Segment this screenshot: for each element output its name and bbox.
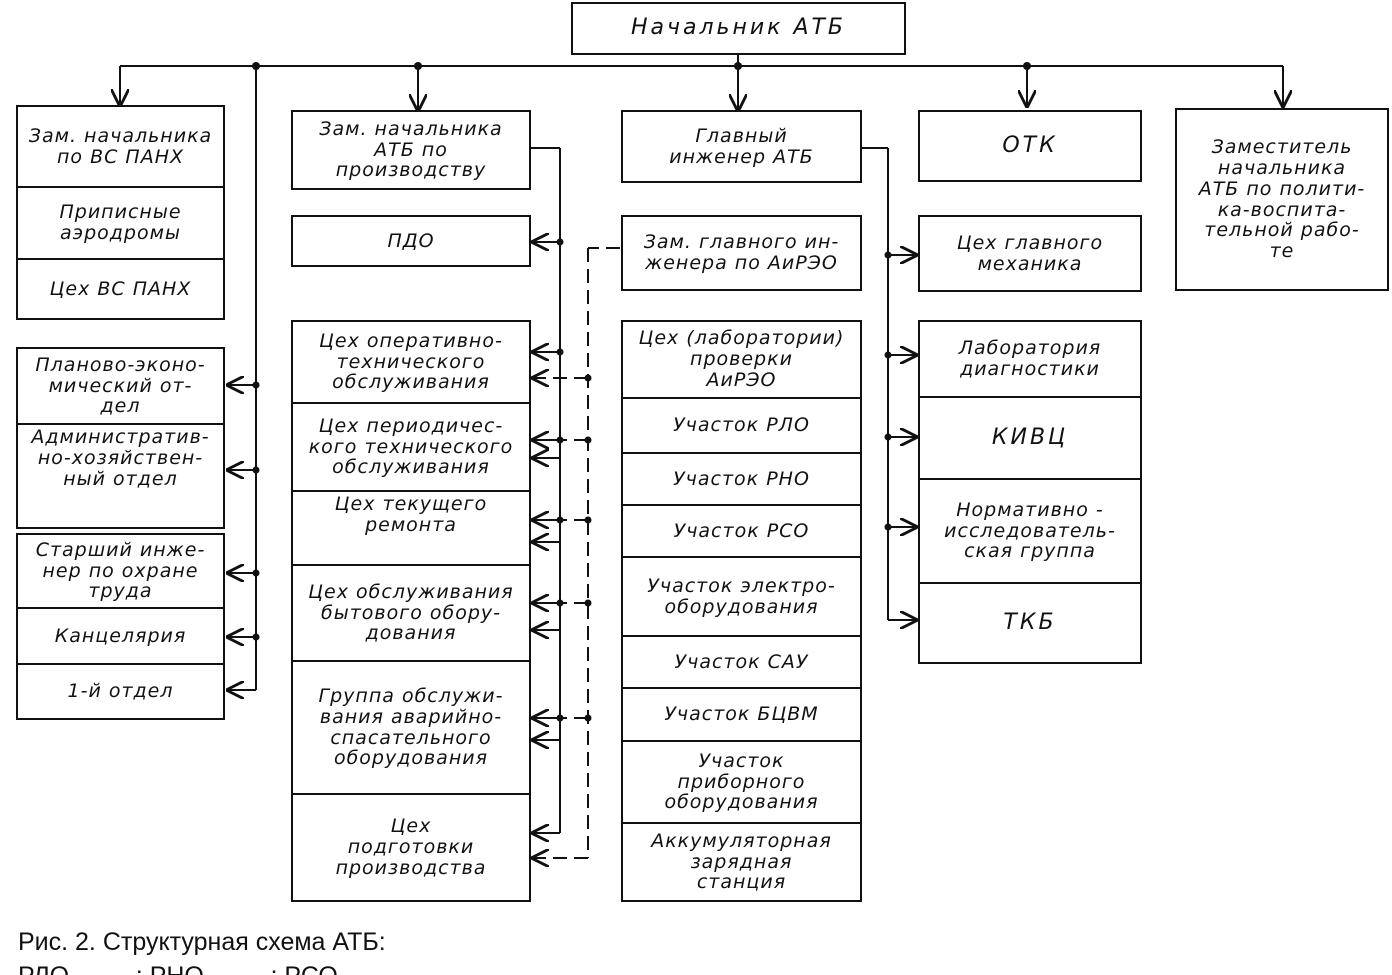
sau-section-box: Участок САУ — [621, 637, 862, 689]
planning-economic-dept-box: Планово-эконо- мический от- дел — [16, 347, 225, 425]
rno-section-box: Участок РНО — [621, 454, 862, 506]
chief-mechanic-shop-box: Цех главного механика — [918, 215, 1142, 292]
instrument-equipment-section-box: Участок приборного оборудования — [621, 742, 862, 824]
avionics-lab-shop-box: Цех (лаборатории) проверки АиРЭО — [621, 320, 862, 399]
office-box: Канцелярия — [16, 609, 225, 665]
bcvm-section-box: Участок БЦВМ — [621, 689, 862, 742]
diagnostics-lab-box: Лаборатория диагностики — [918, 320, 1142, 398]
labor-safety-engineer-box: Старший инже- нер по охране труда — [16, 533, 225, 609]
deputy-panh-box: Зам. начальника по ВС ПАНХ — [16, 105, 225, 188]
admin-household-dept-box: Административ- но-хозяйствен- ный отдел — [16, 425, 225, 529]
chief-engineer-box: Главный инженер АТБ — [621, 110, 862, 183]
household-equipment-shop-box: Цех обслуживания бытового обору- дования — [291, 566, 531, 662]
deputy-chief-engineer-box: Зам. главного ин- женера по АиРЭО — [621, 215, 862, 291]
battery-charging-station-box: Аккумуляторная зарядная станция — [621, 824, 862, 902]
deputy-production-box: Зам. начальника АТБ по производству — [291, 110, 531, 190]
figure-caption: Рис. 2. Структурная схема АТБ: — [18, 928, 386, 956]
panh-shop-box: Цех ВС ПАНХ — [16, 260, 225, 320]
figure-caption-legend: РЛО — ... ; РНО — ... ; РСО — ... — [18, 962, 398, 975]
rso-section-box: Участок РСО — [621, 506, 862, 558]
electrical-equipment-section-box: Участок электро- оборудования — [621, 558, 862, 637]
production-preparation-shop-box: Цех подготовки производства — [291, 795, 531, 902]
head-of-atb-box: Начальник АТБ — [571, 2, 906, 55]
operational-maintenance-shop-box: Цех оперативно- технического обслуживани… — [291, 320, 531, 404]
periodic-maintenance-shop-box: Цех периодичес- кого технического обслуж… — [291, 404, 531, 492]
first-dept-box: 1-й отдел — [16, 665, 225, 720]
rlo-section-box: Участок РЛО — [621, 399, 862, 454]
kivc-box: КИВЦ — [918, 398, 1142, 480]
assigned-airfields-box: Приписные аэродромы — [16, 188, 225, 260]
current-repair-shop-box: Цех текущего ремонта — [291, 492, 531, 566]
tkb-box: ТКБ — [918, 584, 1142, 664]
pdo-box: ПДО — [291, 215, 531, 267]
rescue-equipment-group-box: Группа обслужи- вания аварийно- спасател… — [291, 662, 531, 795]
deputy-political-education-box: Заместитель начальника АТБ по полити- ка… — [1175, 108, 1389, 291]
otk-box: ОТК — [918, 110, 1142, 182]
normative-research-group-box: Нормативно - исследователь- ская группа — [918, 480, 1142, 584]
